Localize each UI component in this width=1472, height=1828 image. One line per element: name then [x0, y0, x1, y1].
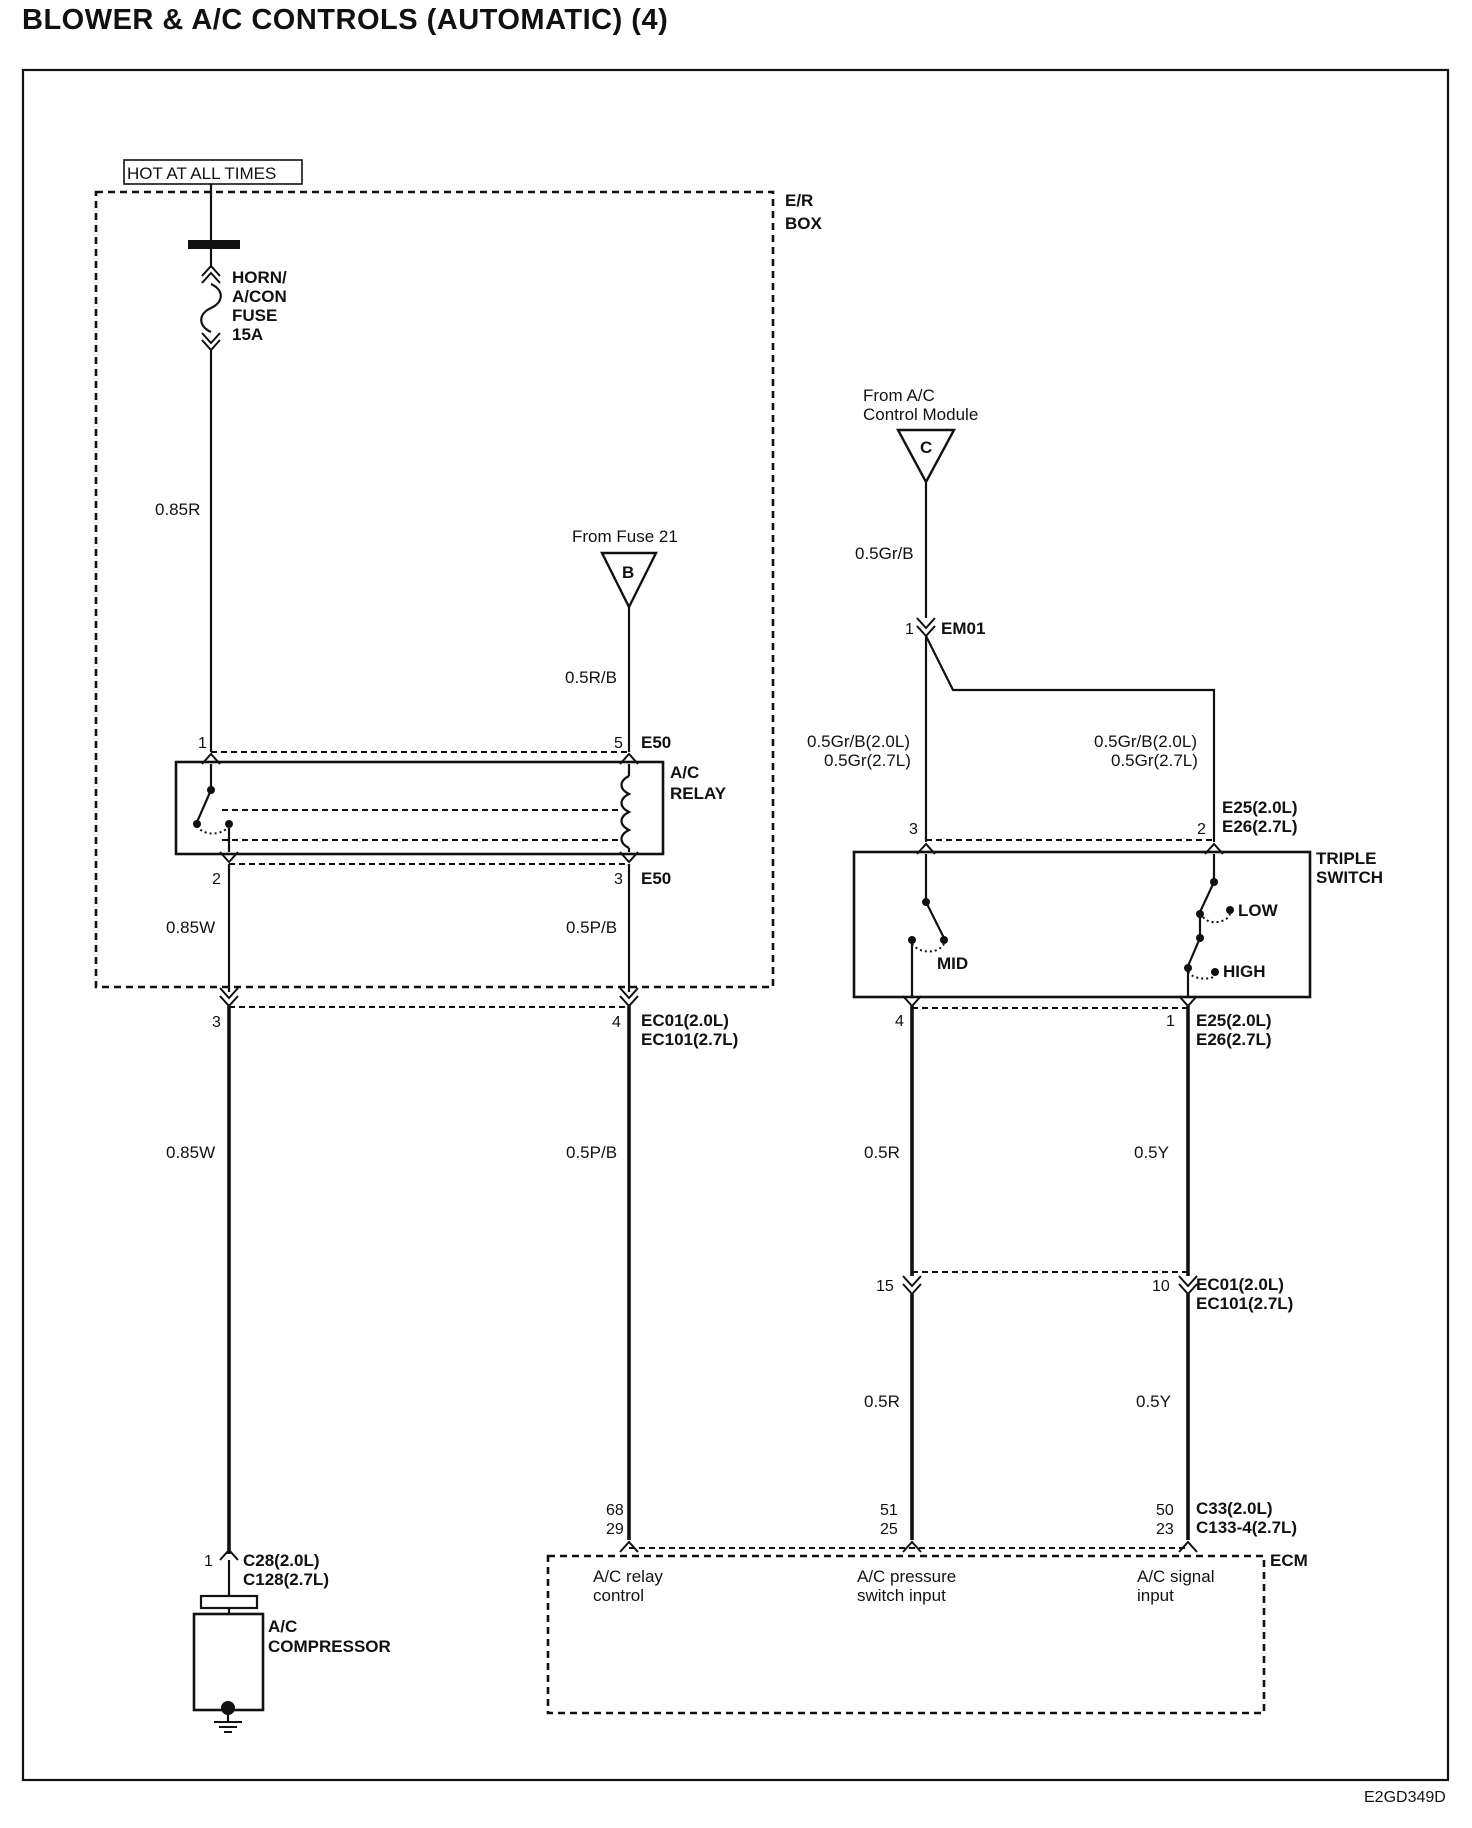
ecm-pin-50: 50: [1156, 1502, 1174, 1519]
relay-label-1: A/C: [670, 763, 699, 782]
acmodule-label-2: Control Module: [863, 405, 978, 424]
triple-pin-1: 1: [1166, 1013, 1175, 1030]
wire-split-right: [925, 635, 1216, 842]
triple-label-2: SWITCH: [1316, 868, 1383, 887]
relay-pin-2: 2: [212, 871, 221, 888]
ecm-relay-label-1: A/C relay: [593, 1567, 663, 1586]
wire-label-05r-b: 0.5R: [864, 1392, 900, 1411]
triple-top-conn-2: E26(2.7L): [1222, 817, 1298, 836]
wire-label-05rb: 0.5R/B: [565, 668, 617, 687]
ec01-bottom-pin-15: 15: [876, 1278, 894, 1295]
horn-acon-fuse: [188, 184, 240, 360]
ecm-press-label-2: switch input: [857, 1586, 946, 1605]
wire-label-left-1: 0.5Gr/B(2.0L): [807, 732, 910, 751]
fuse-label-2: A/CON: [232, 287, 287, 306]
connector-b-triangle: B: [600, 551, 658, 610]
ac-compressor: [192, 1548, 265, 1722]
figure-id: E2GD349D: [1364, 1789, 1446, 1806]
triple-pin-2: 2: [1197, 821, 1206, 838]
wire-label-right-1: 0.5Gr/B(2.0L): [1094, 732, 1197, 751]
relay-pin-3: 3: [614, 871, 623, 888]
triple-bot-conn-2: E26(2.7L): [1196, 1030, 1272, 1049]
relay-pin-1: 1: [198, 735, 207, 752]
compressor-label-2: COMPRESSOR: [268, 1637, 391, 1656]
fuse-label-3: FUSE: [232, 306, 277, 325]
ac-relay: [174, 751, 665, 865]
wire-label-05r-a: 0.5R: [864, 1143, 900, 1162]
ecm-box: [546, 1540, 1266, 1715]
ec01-top-pin-3: 3: [212, 1014, 221, 1031]
ec01-bottom-pin-10: 10: [1152, 1278, 1170, 1295]
em01-pin: 1: [905, 621, 914, 638]
wire-label-left-2: 0.5Gr(2.7L): [824, 751, 911, 770]
ec01-connector-top: [219, 987, 639, 1008]
wire-label-05pb-b: 0.5P/B: [566, 1143, 617, 1162]
triple-top-conn-1: E25(2.0L): [1222, 798, 1298, 817]
triple-low-label: LOW: [1238, 901, 1279, 920]
wire-label-05pb-a: 0.5P/B: [566, 918, 617, 937]
connector-c-triangle: C: [895, 428, 957, 485]
wire-label-right-2: 0.5Gr(2.7L): [1111, 751, 1198, 770]
ec01-top-pin-4: 4: [612, 1014, 621, 1031]
ecm-sig-label-2: input: [1137, 1586, 1174, 1605]
power-source-text: HOT AT ALL TIMES: [127, 164, 276, 183]
ecm-pin-23: 23: [1156, 1521, 1174, 1538]
em01-label: EM01: [941, 619, 985, 638]
compressor-conn-1: C28(2.0L): [243, 1551, 320, 1570]
ecm-pin-51: 51: [880, 1502, 898, 1519]
compressor-label-1: A/C: [268, 1617, 297, 1636]
ecm-pin-25: 25: [880, 1521, 898, 1538]
ec01-top-conn-2: EC101(2.7L): [641, 1030, 738, 1049]
ecm-label: ECM: [1270, 1551, 1308, 1570]
ecm-relay-label-2: control: [593, 1586, 644, 1605]
compressor-conn-2: C128(2.7L): [243, 1570, 329, 1589]
connector-c-letter: C: [920, 438, 932, 457]
ecm-sig-label-1: A/C signal: [1137, 1567, 1214, 1586]
relay-conn-top: E50: [641, 733, 671, 752]
ground-icon: [214, 1721, 242, 1733]
wire-label-05grb: 0.5Gr/B: [855, 544, 914, 563]
triple-high-label: HIGH: [1223, 962, 1266, 981]
ecm-pin-68: 68: [606, 1502, 624, 1519]
triple-bot-conn-1: E25(2.0L): [1196, 1011, 1272, 1030]
ec01-bottom-conn-2: EC101(2.7L): [1196, 1294, 1293, 1313]
diagram-frame: [21, 68, 1450, 1782]
fuse-label-1: HORN/: [232, 268, 287, 287]
relay-pin-5: 5: [614, 735, 623, 752]
triple-pin-4: 4: [895, 1013, 904, 1030]
page-title: BLOWER & A/C CONTROLS (AUTOMATIC) (4): [22, 4, 669, 36]
wire-label-05y-a: 0.5Y: [1134, 1143, 1169, 1162]
relay-conn-bottom: E50: [641, 869, 671, 888]
triple-mid-label: MID: [937, 954, 968, 973]
er-box-label-2: BOX: [785, 214, 823, 233]
relay-label-2: RELAY: [670, 784, 727, 803]
connector-b-letter: B: [622, 563, 634, 582]
triple-label-1: TRIPLE: [1316, 849, 1376, 868]
ecm-conn-2: C133-4(2.7L): [1196, 1518, 1297, 1537]
er-box-label-1: E/R: [785, 191, 813, 210]
er-box: [94, 190, 775, 989]
triple-switch: [852, 839, 1312, 1009]
triple-pin-3: 3: [909, 821, 918, 838]
compressor-pin-1: 1: [204, 1553, 213, 1570]
fuse-label-4: 15A: [232, 325, 263, 344]
wire-label-085w-b: 0.85W: [166, 1143, 215, 1162]
ecm-pin-29: 29: [606, 1521, 624, 1538]
acmodule-label-1: From A/C: [863, 386, 935, 405]
fuse21-label: From Fuse 21: [572, 527, 678, 546]
wire-label-085w-a: 0.85W: [166, 918, 215, 937]
ecm-conn-1: C33(2.0L): [1196, 1499, 1273, 1518]
ec01-bottom-conn-1: EC01(2.0L): [1196, 1275, 1284, 1294]
power-source-label: HOT AT ALL TIMES: [123, 159, 303, 185]
wire-label-05y-b: 0.5Y: [1136, 1392, 1171, 1411]
wire-label-085r: 0.85R: [155, 500, 200, 519]
ec01-top-conn-1: EC01(2.0L): [641, 1011, 729, 1030]
em01-connector: [916, 617, 936, 638]
ecm-press-label-1: A/C pressure: [857, 1567, 956, 1586]
